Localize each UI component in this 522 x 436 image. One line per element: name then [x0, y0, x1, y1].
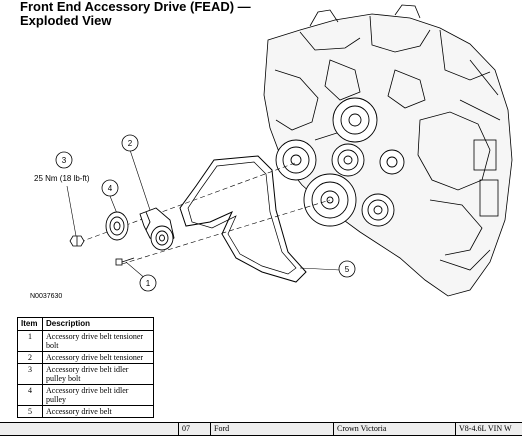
item-description: Accessory drive belt tensioner bolt: [42, 330, 154, 352]
svg-text:3: 3: [62, 156, 67, 165]
alternator-pulley: [332, 97, 378, 143]
svg-text:5: 5: [345, 265, 350, 274]
svg-text:2: 2: [128, 139, 133, 148]
column-header-description: Description: [42, 317, 154, 331]
footer-engine: V8-4.6L VIN W: [455, 423, 522, 435]
item-number: 5: [17, 405, 43, 418]
table-row: 3 Accessory drive belt idler pulley bolt: [17, 363, 154, 385]
leader-lines: [66, 149, 341, 281]
footer-page: 07: [178, 423, 210, 435]
column-header-item: Item: [17, 317, 43, 331]
accessory-drive-belt: [179, 155, 307, 283]
title-line-2: Exploded View: [20, 13, 112, 28]
table-header-row: Item Description: [17, 317, 154, 331]
table-row: 1 Accessory drive belt tensioner bolt: [17, 330, 154, 352]
item-description: Accessory drive belt idler pulley bolt: [42, 363, 154, 385]
belt-tensioner: [139, 207, 175, 251]
callout-2: 2: [121, 134, 139, 152]
svg-text:1: 1: [146, 279, 151, 288]
water-pump-pulley: [331, 143, 365, 177]
item-number: 4: [17, 384, 43, 406]
assembly-center-lines: [79, 162, 331, 265]
ac-compressor-pulley: [361, 193, 395, 227]
idler-pulley-bolt: [69, 235, 85, 247]
svg-text:4: 4: [108, 184, 113, 193]
torque-spec: 25 Nm (18 lb-ft): [34, 174, 90, 183]
footer-model: Crown Victoria: [333, 423, 455, 435]
callout-5: 5: [338, 260, 356, 278]
engine-idler-pulley: [379, 149, 405, 175]
item-description: Accessory drive belt tensioner: [42, 351, 154, 364]
callout-4: 4: [101, 179, 119, 197]
table-row: 2 Accessory drive belt tensioner: [17, 351, 154, 364]
parts-table: Item Description 1 Accessory drive belt …: [17, 317, 154, 418]
power-steering-pulley: [275, 139, 317, 181]
page-title: Front End Accessory Drive (FEAD) — Explo…: [20, 0, 251, 28]
item-number: 1: [17, 330, 43, 352]
table-row: 4 Accessory drive belt idler pulley: [17, 384, 154, 406]
item-number: 2: [17, 351, 43, 364]
item-number: 3: [17, 363, 43, 385]
tensioner-bolt: [115, 257, 135, 266]
callout-3: 3: [55, 151, 73, 169]
idler-pulley: [105, 211, 129, 241]
footer-make: Ford: [210, 423, 333, 435]
footer-blank-cell: [0, 423, 178, 435]
page-footer: 07 Ford Crown Victoria V8-4.6L VIN W: [0, 422, 522, 436]
table-row: 5 Accessory drive belt: [17, 405, 154, 418]
item-description: Accessory drive belt: [42, 405, 154, 418]
figure-id: N0037630: [30, 293, 63, 300]
title-line-1: Front End Accessory Drive (FEAD) —: [20, 0, 251, 14]
item-description: Accessory drive belt idler pulley: [42, 384, 154, 406]
callout-1: 1: [139, 274, 157, 292]
